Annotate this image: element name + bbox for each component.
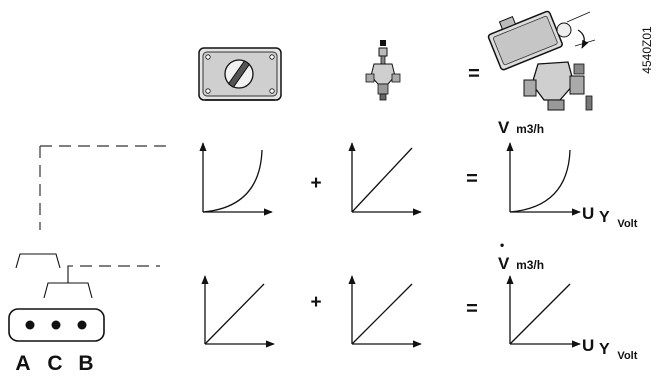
terminal-block xyxy=(8,308,105,342)
row2-chart-result xyxy=(506,275,581,348)
row1-chart-1 xyxy=(199,142,273,216)
terminal-label-b: B xyxy=(78,352,93,375)
linear-line xyxy=(351,147,413,213)
terminal-label-c: C xyxy=(47,352,62,375)
actuator-housing-illustration xyxy=(198,47,282,101)
flow-symbol: V xyxy=(498,118,510,137)
row1-chart-result xyxy=(506,142,581,216)
plus-sign-row1: + xyxy=(310,173,321,194)
signal-unit: Volt xyxy=(617,350,637,362)
signal-subscript: Y xyxy=(599,341,610,358)
switch-lever-lower xyxy=(43,265,93,299)
dashed-connector-top xyxy=(39,145,168,230)
flow-unit: m3/h xyxy=(516,122,544,136)
assembled-valve-actuator-illustration xyxy=(487,10,596,111)
flow-unit: m3/h xyxy=(516,258,544,272)
equals-sign-row1: = xyxy=(466,168,478,190)
plus-sign-row2: + xyxy=(310,292,321,313)
drawing-code: 4540Z01 xyxy=(640,26,654,74)
linear-line xyxy=(509,283,571,345)
switch-lever-upper xyxy=(15,253,61,269)
terminal-dot-c xyxy=(51,320,61,330)
terminal-dot-a xyxy=(25,320,35,330)
row2-chart-2 xyxy=(348,275,422,348)
terminal-dot-b xyxy=(77,320,87,330)
linear-line xyxy=(351,283,413,345)
signal-subscript: Y xyxy=(599,209,610,226)
equal-percentage-curve xyxy=(202,149,263,213)
signal-label-row2: U Y Volt xyxy=(582,336,638,362)
terminal-label-a: A xyxy=(15,352,30,375)
signal-symbol: U xyxy=(582,336,594,355)
signal-unit: Volt xyxy=(617,218,637,230)
equals-sign-top: = xyxy=(468,63,480,85)
flow-label-mid: V m3/h xyxy=(498,254,544,273)
signal-symbol: U xyxy=(582,204,594,223)
signal-label-row1: U Y Volt xyxy=(582,204,638,230)
flow-symbol: V xyxy=(498,254,510,273)
equal-percentage-curve xyxy=(509,149,571,213)
row1-chart-2 xyxy=(348,142,422,216)
equals-sign-row2: = xyxy=(466,298,478,320)
linear-line xyxy=(204,283,265,345)
row2-chart-1 xyxy=(201,275,275,348)
valve-insert-illustration xyxy=(365,40,401,101)
flow-label-top: V m3/h xyxy=(498,118,544,137)
flow-dot: • xyxy=(500,238,504,252)
